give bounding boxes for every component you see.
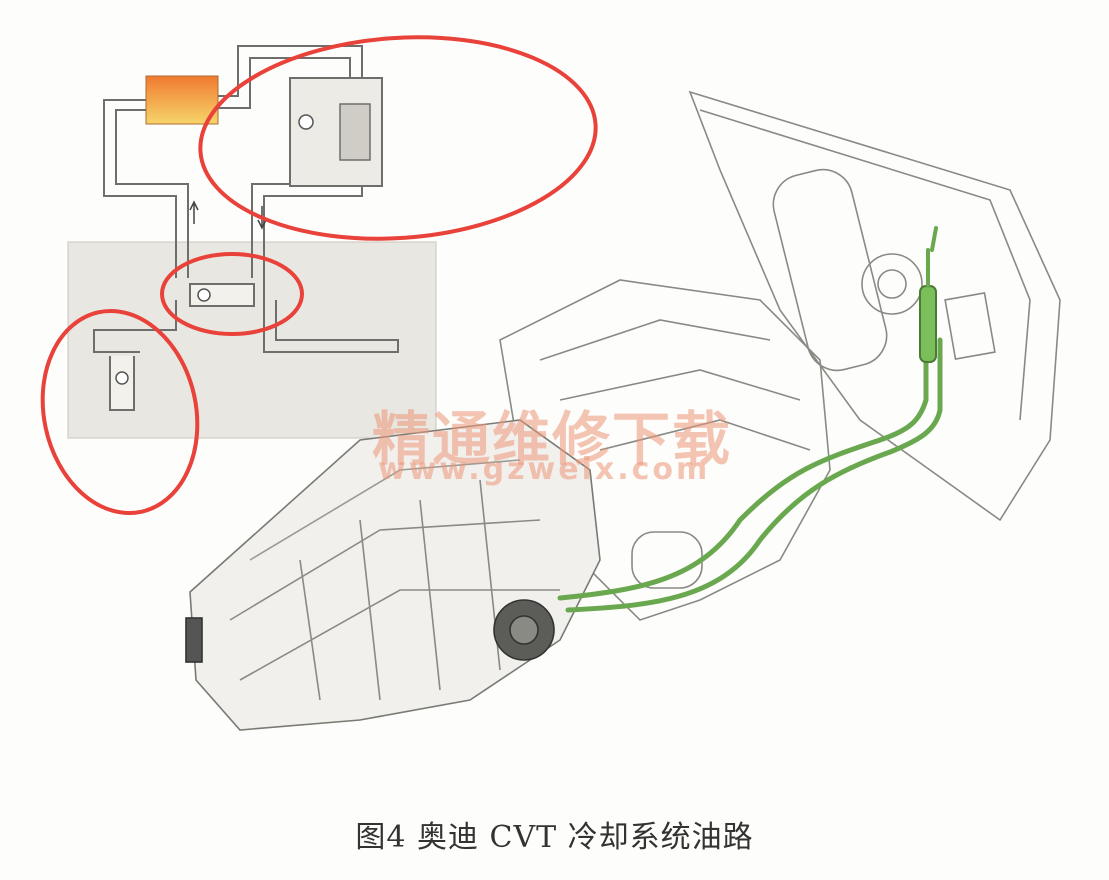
highlight-ring-lower-valve bbox=[40, 308, 200, 516]
cooling-fan bbox=[861, 253, 923, 315]
oil-return-line bbox=[565, 337, 943, 613]
oil-feed-line bbox=[557, 327, 929, 601]
bypass-housing bbox=[289, 77, 383, 187]
figure-caption: 图4 奥迪 CVT 冷却系统油路 bbox=[355, 820, 754, 855]
oil-cooler-block bbox=[145, 75, 219, 125]
flow-arrow-up-icon bbox=[189, 200, 199, 224]
watermark-title: 精通维修下载 bbox=[372, 405, 733, 473]
oil-cooler-canister bbox=[919, 285, 937, 363]
highlight-ring-pressure-valve bbox=[160, 252, 304, 336]
hydraulic-schematic bbox=[40, 35, 598, 516]
valve-ball bbox=[197, 288, 211, 302]
radiator-core bbox=[772, 168, 888, 372]
thermostat-element bbox=[339, 103, 371, 161]
check-ball bbox=[298, 114, 314, 130]
cvt-oil-cooler-lines bbox=[557, 226, 943, 613]
radiator-support-frame bbox=[688, 90, 1061, 522]
highlight-ring-cooler-bypass bbox=[198, 35, 598, 241]
cooling-system-figure bbox=[40, 35, 1061, 731]
lower-valve-ball bbox=[115, 371, 129, 385]
watermark-url: www.gzweix.com bbox=[378, 452, 711, 487]
highlight-rings bbox=[40, 35, 598, 516]
vehicle-front-illustration bbox=[185, 90, 1061, 731]
